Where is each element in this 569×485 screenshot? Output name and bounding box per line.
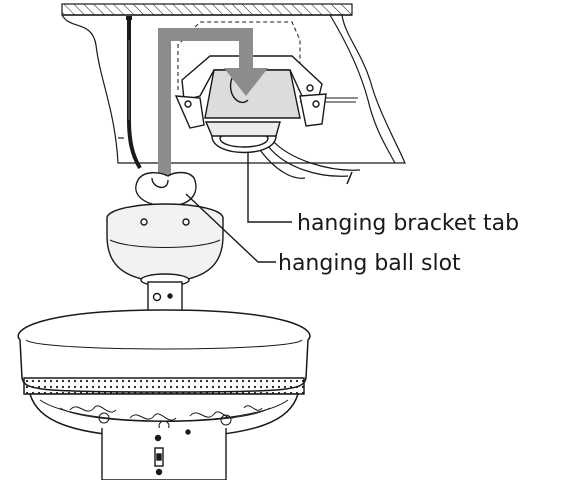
ceiling — [61, 3, 353, 16]
ball-slot-label: hanging ball slot — [278, 251, 461, 276]
downrod — [147, 281, 183, 313]
bracket-tab-leader — [247, 152, 292, 223]
bracket-tab-label: hanging bracket tab — [297, 211, 519, 236]
guide-arrow — [158, 28, 268, 198]
light-kit — [101, 428, 227, 481]
outlet-box — [177, 21, 301, 90]
ball-slot-leader — [185, 193, 276, 263]
supply-wires — [126, 16, 361, 185]
ceiling-panel — [61, 14, 406, 164]
canopy — [106, 203, 224, 287]
fan-housing — [17, 309, 311, 439]
